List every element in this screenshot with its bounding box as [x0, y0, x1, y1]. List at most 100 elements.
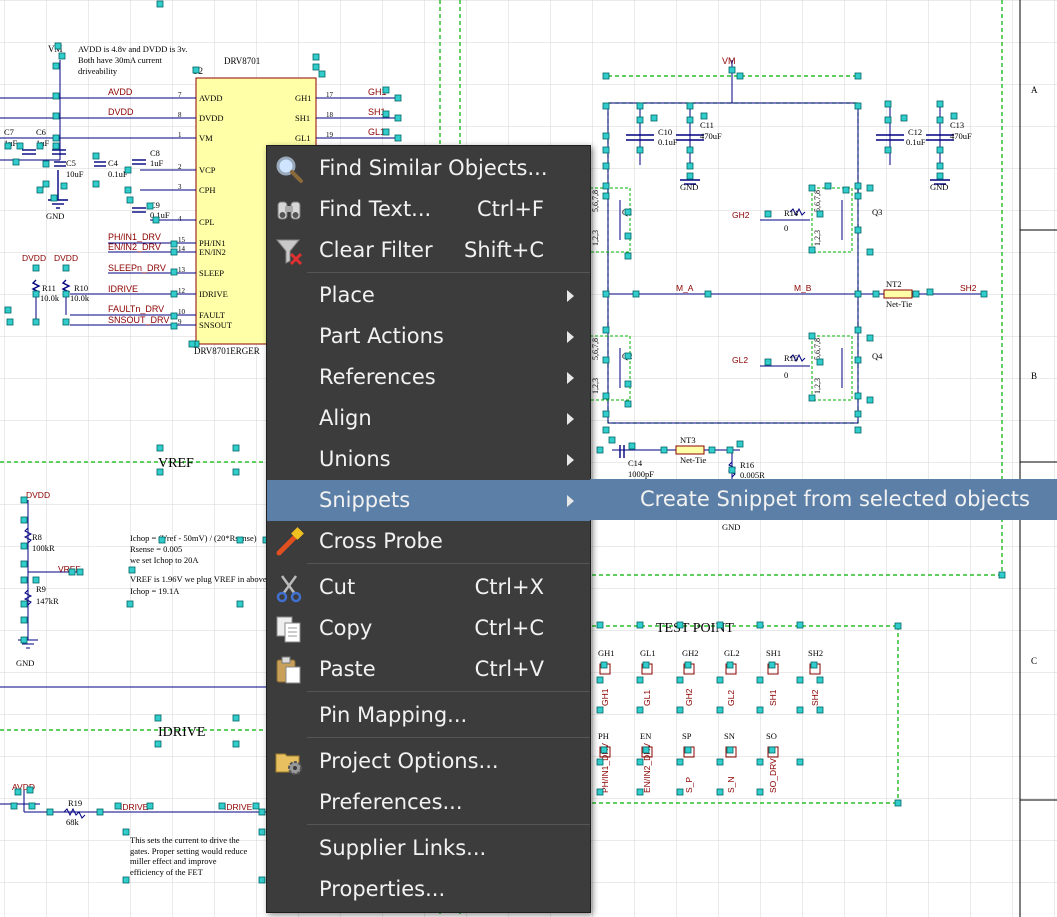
selection-handle[interactable] — [236, 600, 244, 608]
selection-handle[interactable] — [796, 621, 804, 629]
mosfet-symbol[interactable] — [811, 335, 853, 401]
selection-handle[interactable] — [642, 746, 650, 754]
menu-item-part-actions[interactable]: Part Actions — [267, 316, 590, 357]
selection-handle[interactable] — [716, 621, 724, 629]
selection-handle[interactable] — [596, 706, 604, 714]
menu-item-references[interactable]: References — [267, 357, 590, 398]
selection-handle[interactable] — [676, 788, 684, 796]
selection-handle[interactable] — [382, 86, 390, 94]
selection-handle[interactable] — [170, 290, 178, 298]
selection-handle[interactable] — [676, 706, 684, 714]
selection-handle[interactable] — [624, 400, 632, 408]
selection-handle[interactable] — [52, 134, 60, 142]
selection-handle[interactable] — [32, 318, 40, 326]
selection-handle[interactable] — [602, 132, 610, 140]
menu-item-paste[interactable]: Paste Ctrl+V — [267, 649, 590, 690]
selection-handle[interactable] — [756, 676, 764, 684]
selection-handle[interactable] — [42, 160, 50, 168]
selection-handle[interactable] — [252, 802, 260, 810]
menu-item-properties[interactable]: Properties... — [267, 869, 590, 910]
selection-handle[interactable] — [58, 52, 66, 60]
selection-handle[interactable] — [20, 600, 28, 608]
selection-handle[interactable] — [816, 706, 824, 714]
selection-handle[interactable] — [394, 94, 402, 102]
selection-handle[interactable] — [854, 392, 862, 400]
selection-handle[interactable] — [936, 172, 944, 180]
selection-handle[interactable] — [96, 808, 104, 816]
selection-handle[interactable] — [192, 66, 200, 74]
selection-handle[interactable] — [756, 758, 764, 766]
selection-handle[interactable] — [50, 194, 58, 202]
selection-handle[interactable] — [980, 290, 988, 298]
selection-handle[interactable] — [636, 758, 644, 766]
selection-handle[interactable] — [596, 676, 604, 684]
selection-handle[interactable] — [756, 706, 764, 714]
selection-handle[interactable] — [122, 876, 130, 884]
selection-handle[interactable] — [624, 352, 632, 360]
selection-handle[interactable] — [808, 184, 816, 192]
selection-handle[interactable] — [936, 100, 944, 108]
selection-handle[interactable] — [62, 318, 70, 326]
selection-handle[interactable] — [810, 661, 818, 669]
menu-item-copy[interactable]: Copy Ctrl+C — [267, 608, 590, 649]
selection-handle[interactable] — [636, 102, 644, 110]
selection-handle[interactable] — [842, 186, 850, 194]
selection-handle[interactable] — [854, 410, 862, 418]
selection-handle[interactable] — [596, 446, 604, 454]
menu-item-find-similar-objects[interactable]: Find Similar Objects... — [267, 148, 590, 189]
selection-handle[interactable] — [20, 576, 28, 584]
selection-handle[interactable] — [62, 290, 70, 298]
selection-handle[interactable] — [796, 676, 804, 684]
selection-handle[interactable] — [4, 142, 12, 150]
selection-handle[interactable] — [854, 326, 862, 334]
selection-handle[interactable] — [602, 290, 610, 298]
selection-handle[interactable] — [126, 196, 134, 204]
snippets-submenu[interactable]: Create Snippet from selected objects — [590, 479, 1057, 520]
selection-handle[interactable] — [122, 828, 130, 836]
selection-handle[interactable] — [686, 116, 694, 124]
menu-item-preferences[interactable]: Preferences... — [267, 782, 590, 823]
selection-handle[interactable] — [170, 240, 178, 248]
selection-handle[interactable] — [52, 92, 60, 100]
selection-handle[interactable] — [884, 100, 892, 108]
selection-handle[interactable] — [14, 788, 22, 796]
selection-handle[interactable] — [16, 142, 24, 150]
selection-handle[interactable] — [156, 0, 164, 8]
selection-handle[interactable] — [912, 290, 920, 298]
selection-handle[interactable] — [636, 706, 644, 714]
selection-handle[interactable] — [608, 436, 616, 444]
selection-handle[interactable] — [884, 146, 892, 154]
selection-handle[interactable] — [726, 661, 734, 669]
selection-handle[interactable] — [756, 788, 764, 796]
menu-item-supplier-links[interactable]: Supplier Links... — [267, 828, 590, 869]
selection-handle[interactable] — [146, 802, 154, 810]
selection-handle[interactable] — [816, 358, 824, 366]
selection-handle[interactable] — [20, 616, 28, 624]
selection-handle[interactable] — [156, 468, 164, 476]
selection-handle[interactable] — [602, 72, 610, 80]
selection-handle[interactable] — [62, 264, 70, 272]
selection-handle[interactable] — [68, 568, 76, 576]
selection-handle[interactable] — [684, 746, 692, 754]
selection-handle[interactable] — [716, 706, 724, 714]
selection-handle[interactable] — [596, 788, 604, 796]
selection-handle[interactable] — [866, 334, 874, 342]
selection-handle[interactable] — [32, 264, 40, 272]
selection-handle[interactable] — [686, 172, 694, 180]
selection-handle[interactable] — [156, 444, 164, 452]
selection-handle[interactable] — [926, 288, 934, 296]
selection-handle[interactable] — [154, 740, 162, 748]
menu-item-cross-probe[interactable]: Cross Probe — [267, 521, 590, 562]
selection-handle[interactable] — [42, 180, 50, 188]
mosfet-symbol[interactable] — [811, 187, 853, 253]
selection-handle[interactable] — [158, 536, 166, 544]
selection-handle[interactable] — [128, 566, 136, 574]
selection-handle[interactable] — [20, 516, 28, 524]
selection-handle[interactable] — [602, 410, 610, 418]
selection-handle[interactable] — [716, 788, 724, 796]
selection-handle[interactable] — [884, 116, 892, 124]
selection-handle[interactable] — [764, 358, 772, 366]
selection-handle[interactable] — [394, 134, 402, 142]
selection-handle[interactable] — [764, 210, 772, 218]
selection-handle[interactable] — [382, 110, 390, 118]
